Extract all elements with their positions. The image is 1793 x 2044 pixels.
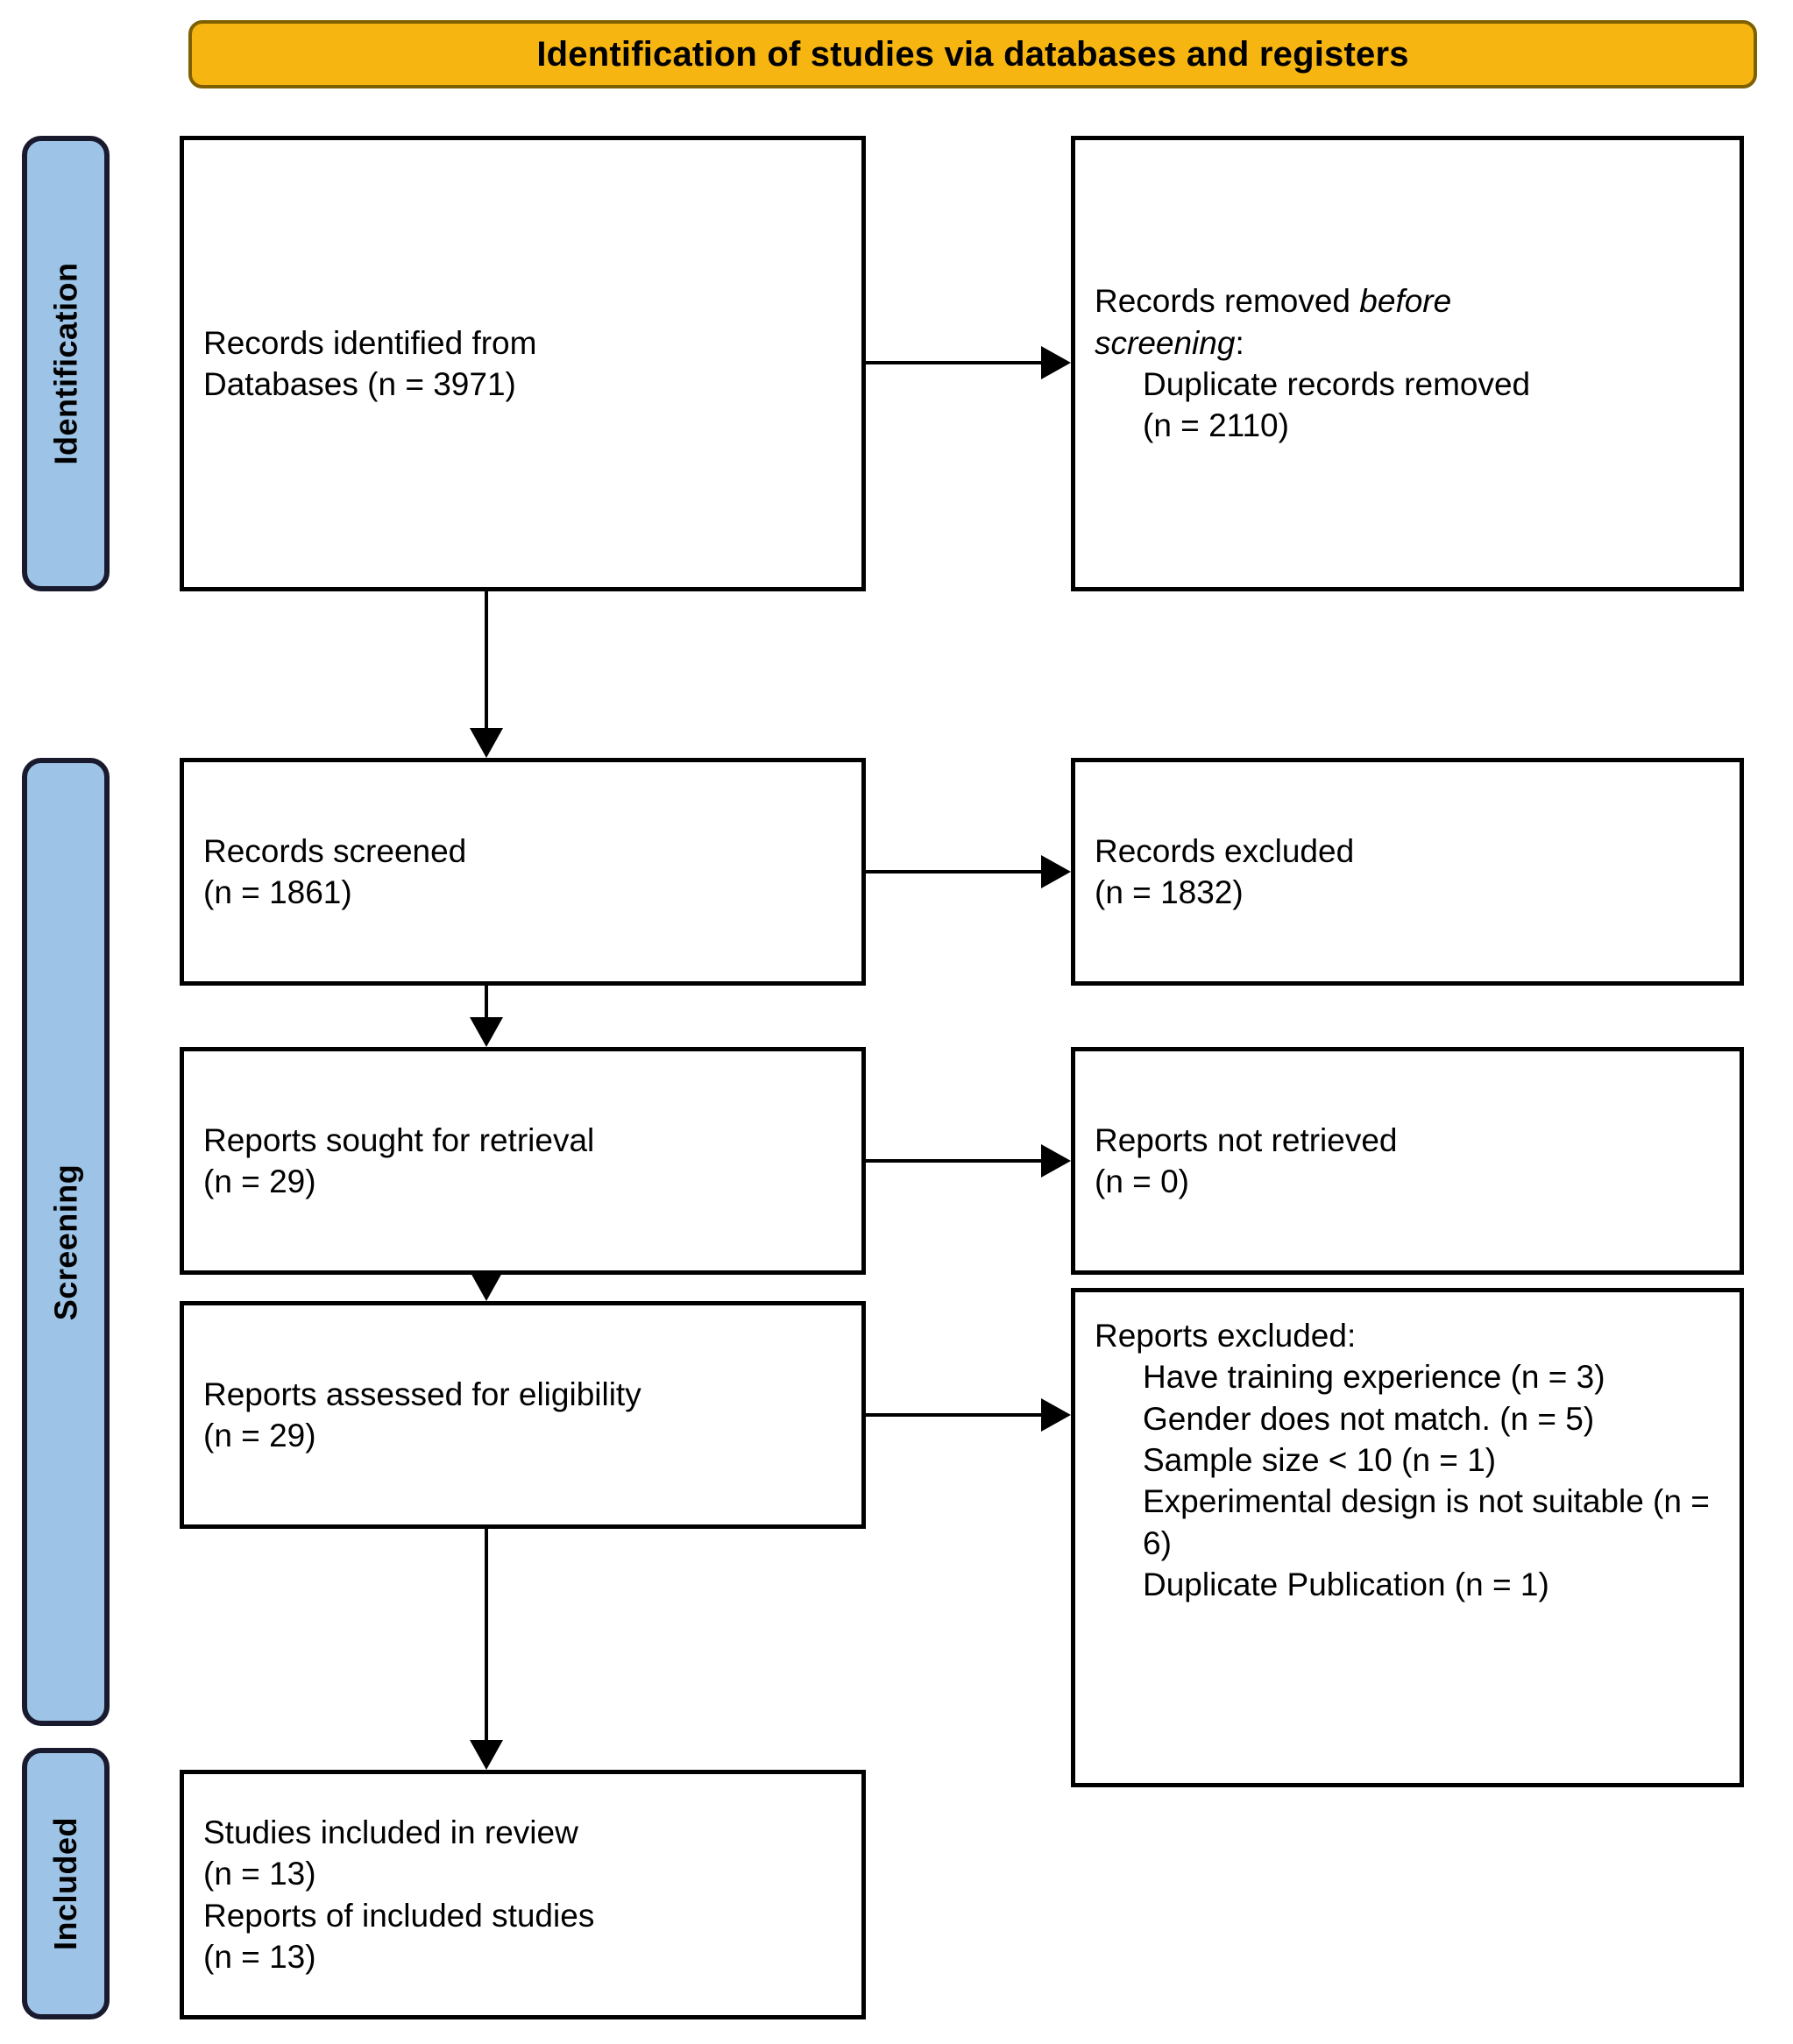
reports-not-retrieved-line-1: Reports not retrieved [1095, 1121, 1398, 1158]
box-records-identified: Records identified from Databases (n = 3… [180, 136, 866, 591]
reports-excluded-reason: Gender does not match. (n = 5) [1143, 1400, 1595, 1437]
reports-assessed-line-1: Reports assessed for eligibility [203, 1376, 641, 1412]
box-records-removed: Records removed before screening: Duplic… [1071, 136, 1744, 591]
arrow-right-icon [1041, 1144, 1071, 1178]
reports-not-retrieved-line-2: (n = 0) [1095, 1163, 1189, 1199]
records-removed-prefix: Records removed [1095, 283, 1360, 320]
records-removed-italic-before: before [1359, 283, 1452, 320]
connector-assessed-to-reports-excluded [866, 1413, 1041, 1417]
reports-excluded-reason: Have training experience (n = 3) [1143, 1359, 1605, 1396]
records-excluded-line-2: (n = 1832) [1095, 874, 1244, 910]
records-removed-line-1: Records removed before [1095, 280, 1720, 322]
box-reports-assessed: Reports assessed for eligibility (n = 29… [180, 1301, 866, 1529]
connector-identified-to-removed [866, 361, 1041, 364]
diagram-title-text: Identification of studies via databases … [536, 34, 1409, 74]
arrow-right-icon [1041, 1398, 1071, 1432]
records-excluded-line-1: Records excluded [1095, 832, 1355, 869]
arrow-right-icon [1041, 855, 1071, 888]
records-removed-line-2: screening: [1095, 322, 1720, 364]
studies-included-line-3: Reports of included studies [203, 1897, 595, 1934]
box-reports-sought: Reports sought for retrieval (n = 29) [180, 1047, 866, 1275]
box-records-excluded: Records excluded (n = 1832) [1071, 758, 1744, 986]
studies-included-line-4: (n = 13) [203, 1938, 316, 1975]
connector-screened-to-excluded [866, 870, 1041, 873]
arrow-down-icon [470, 1017, 503, 1047]
box-reports-not-retrieved: Reports not retrieved (n = 0) [1071, 1047, 1744, 1275]
stage-label-included: Included [47, 1816, 84, 1951]
box-reports-excluded: Reports excluded: Have training experien… [1071, 1288, 1744, 1787]
arrow-down-icon [470, 1740, 503, 1770]
records-removed-italic-screening: screening [1095, 324, 1236, 361]
arrow-down-icon [470, 1271, 503, 1301]
stage-band-included: Included [22, 1748, 110, 2019]
stage-label-identification: Identification [47, 262, 83, 465]
stage-label-screening: Screening [47, 1163, 83, 1320]
diagram-title-banner: Identification of studies via databases … [188, 20, 1757, 88]
records-removed-colon: : [1235, 324, 1244, 361]
records-identified-line-1: Records identified from [203, 324, 537, 361]
stage-band-screening: Screening [22, 758, 110, 1726]
reports-excluded-reason: Experimental design is not suitable (n =… [1143, 1483, 1710, 1561]
box-studies-included: Studies included in review (n = 13) Repo… [180, 1770, 866, 2019]
connector-assessed-to-included [485, 1529, 488, 1740]
records-removed-line-4: (n = 2110) [1143, 407, 1289, 444]
connector-sought-to-not-retrieved [866, 1159, 1041, 1163]
records-screened-line-1: Records screened [203, 832, 467, 869]
connector-identified-to-screened [485, 591, 488, 728]
arrow-down-icon [470, 728, 503, 758]
records-removed-line-3: Duplicate records removed [1143, 366, 1531, 402]
reports-excluded-heading: Reports excluded: [1095, 1318, 1357, 1354]
box-records-screened: Records screened (n = 1861) [180, 758, 866, 986]
reports-sought-line-2: (n = 29) [203, 1163, 316, 1199]
studies-included-line-2: (n = 13) [203, 1856, 316, 1892]
stage-band-identification: Identification [22, 136, 110, 591]
connector-screened-to-sought [485, 986, 488, 1017]
reports-excluded-reason: Sample size < 10 (n = 1) [1143, 1442, 1497, 1479]
reports-excluded-reason: Duplicate Publication (n = 1) [1143, 1567, 1549, 1603]
arrow-right-icon [1041, 346, 1071, 379]
studies-included-line-1: Studies included in review [203, 1814, 578, 1850]
reports-assessed-line-2: (n = 29) [203, 1418, 316, 1453]
reports-sought-line-1: Reports sought for retrieval [203, 1121, 595, 1158]
records-identified-line-2: Databases (n = 3971) [203, 366, 516, 402]
records-screened-line-2: (n = 1861) [203, 874, 352, 910]
